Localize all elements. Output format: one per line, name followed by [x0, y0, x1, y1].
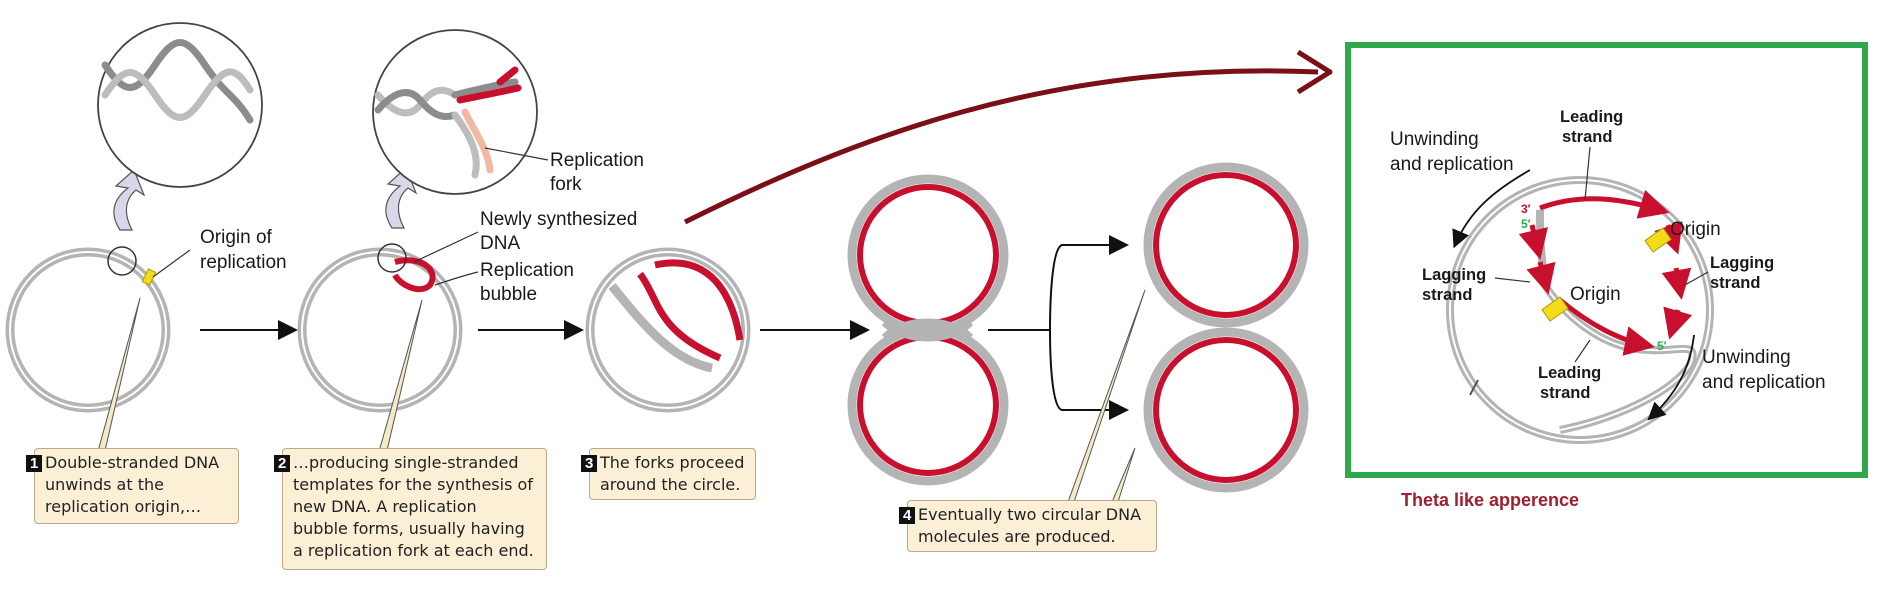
step-2-line3: new DNA. A replication	[293, 497, 477, 516]
step-1-caption: 1 Double-stranded DNA unwinds at the rep…	[26, 448, 239, 524]
leading-top-2: strand	[1562, 128, 1612, 146]
step-4-number: 4	[899, 507, 916, 524]
plasmid-step3	[585, 247, 751, 413]
plasmid-step1: Origin of replication	[5, 22, 287, 456]
origin-label-line2: replication	[200, 252, 287, 273]
fork-label-line2: fork	[550, 174, 582, 195]
step-3-number: 3	[581, 455, 598, 472]
unwinding-arrow-top	[1452, 169, 1531, 249]
lagging-left-2: strand	[1422, 286, 1472, 304]
inner-loop-strand	[608, 283, 714, 373]
step-2-line1: …producing single-stranded	[293, 453, 519, 472]
step-2-line2: templates for the synthesis of	[293, 475, 533, 494]
callout-pointer-2	[377, 299, 423, 456]
origin-marker-inner	[1541, 296, 1569, 322]
step-3-caption: 3 The forks proceed around the circle.	[581, 448, 756, 500]
newly-label-line1: Newly synthesized	[480, 209, 637, 230]
step-4-line2: molecules are produced.	[918, 527, 1116, 546]
theta-structure	[847, 174, 1009, 486]
leading-strand-bottom	[1558, 298, 1655, 356]
detail-panel: Unwinding and replication Leading strand…	[1345, 42, 1868, 478]
step-2-number: 2	[274, 455, 291, 472]
zoom-arrow	[113, 168, 146, 231]
double-helix	[101, 39, 254, 124]
three-prime-top: 3′	[1521, 202, 1531, 216]
lagging-right-1: Lagging	[1710, 254, 1774, 272]
step-2-caption: 2 …producing single-stranded templates f…	[274, 448, 547, 570]
origin-marker-right	[1644, 227, 1672, 253]
origin-marker	[141, 268, 157, 286]
zoom-bubble	[97, 22, 263, 188]
split-arrows	[988, 235, 1129, 420]
step-3-line2: around the circle.	[600, 475, 741, 494]
replication-bubble	[392, 257, 436, 293]
unwinding-arrow-bottom	[1647, 334, 1695, 421]
five-prime-top: 5′	[1521, 217, 1531, 231]
unwinding-top-2: and replication	[1390, 154, 1514, 175]
step-4-line1: Eventually two circular DNA	[918, 505, 1142, 524]
step-2-line4: bubble forms, usually having	[293, 519, 525, 538]
daughter-circle-top	[1143, 162, 1309, 328]
step-1-number: 1	[26, 455, 43, 472]
step-2-line5: a replication fork at each end.	[293, 541, 534, 560]
zoom-circle	[107, 246, 137, 276]
big-link-arrowhead	[1296, 49, 1333, 95]
origin-label-line1: Origin of	[200, 227, 273, 248]
lagging-left-1: Lagging	[1422, 266, 1486, 284]
unwinding-bottom-2: and replication	[1702, 372, 1826, 393]
leading-top-1: Leading	[1560, 108, 1623, 126]
origin-inner-label: Origin	[1570, 284, 1621, 305]
big-link-arrow	[683, 68, 1319, 225]
detail-frame	[1345, 42, 1868, 478]
theta-caption: Theta like apperence	[1400, 490, 1580, 510]
origin-right-label: Origin	[1670, 219, 1721, 240]
unwinding-bottom-1: Unwinding	[1702, 347, 1791, 368]
replication-fork-helix	[374, 66, 522, 179]
callout-pointer-4b	[1111, 447, 1136, 503]
step-4-caption: 4 Eventually two circular DNA molecules …	[899, 500, 1157, 552]
newly-label-line2: DNA	[480, 233, 520, 254]
leading-bottom-2: strand	[1540, 384, 1590, 402]
bubble-label-line2: bubble	[480, 284, 537, 305]
lagging-right-2: strand	[1710, 274, 1760, 292]
unwinding-top-1: Unwinding	[1390, 129, 1479, 150]
leading-bottom-1: Leading	[1538, 364, 1601, 382]
leading-strand-top	[1539, 189, 1670, 219]
callout-pointer-4a	[1067, 289, 1146, 503]
step-1-line3: replication origin,…	[45, 497, 202, 516]
zoom-circle-2	[377, 243, 407, 273]
step-3-line1: The forks proceed	[600, 453, 745, 472]
fork-label-line1: Replication	[550, 150, 644, 171]
callout-pointer-1	[96, 297, 141, 456]
daughter-circle-bottom	[1143, 327, 1309, 493]
bubble-label-line1: Replication	[480, 260, 574, 281]
new-strand-outer	[654, 259, 744, 341]
five-prime-bottom: 5′	[1657, 339, 1667, 353]
plasmid-step2: Replication fork Newly synthesized DNA R…	[297, 29, 644, 456]
step-1-line2: unwinds at the	[45, 475, 164, 494]
new-strand-inner	[637, 271, 722, 362]
three-prime-bottom: 3′	[1636, 339, 1646, 353]
step-1-line1: Double-stranded DNA	[45, 453, 220, 472]
